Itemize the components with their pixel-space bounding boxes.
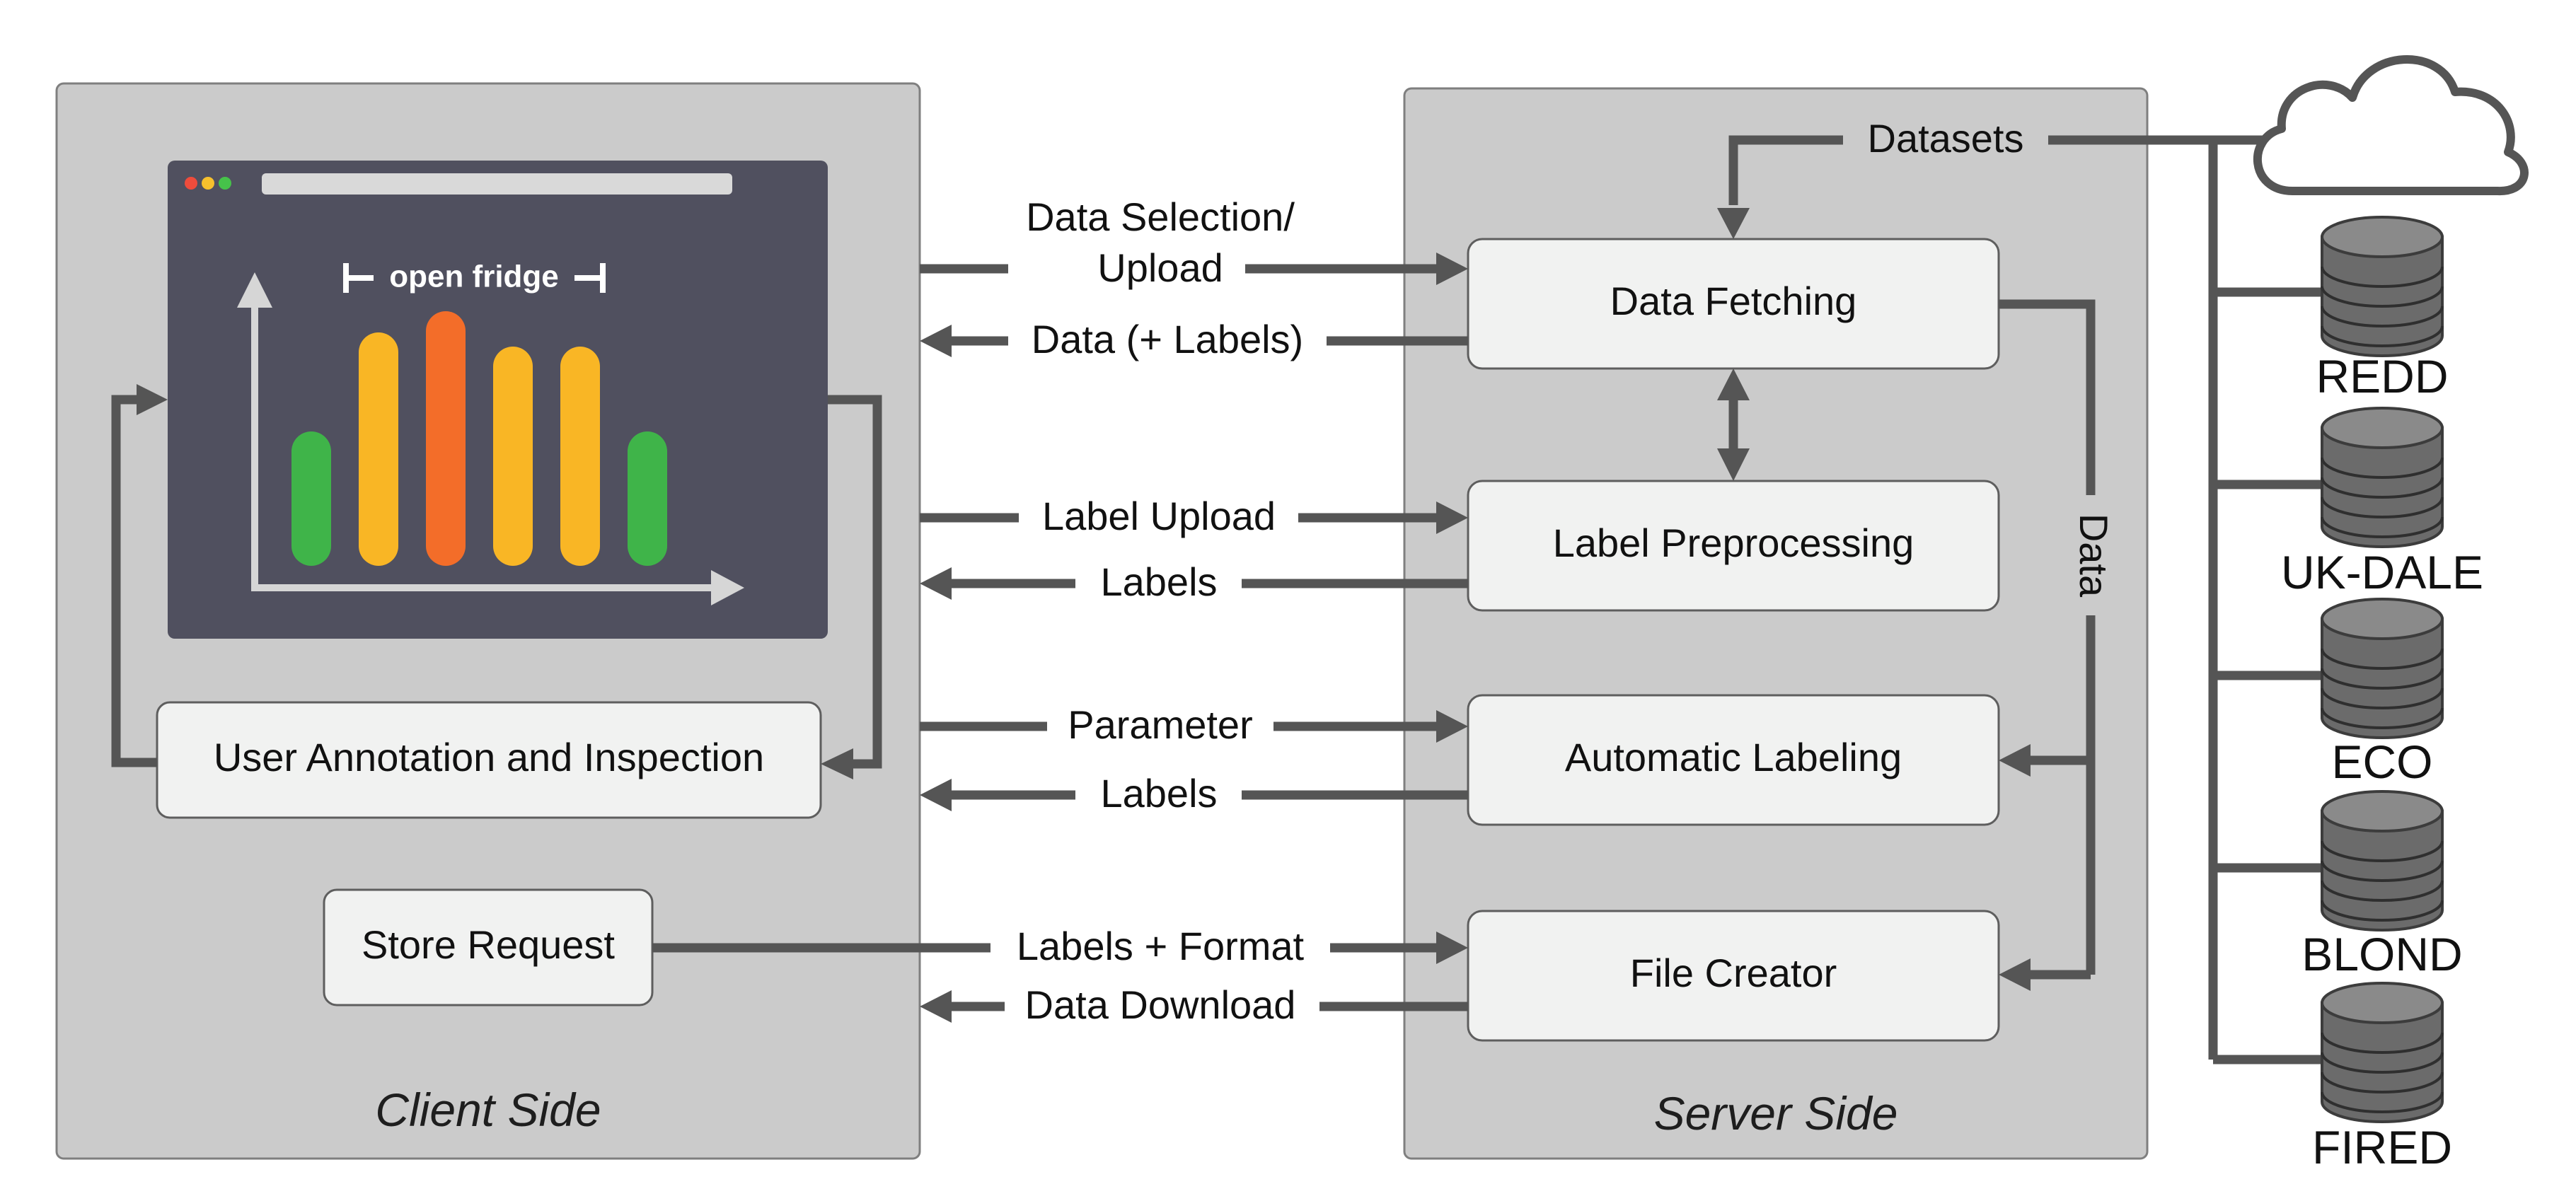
automatic-labeling-label: Automatic Labeling: [1565, 735, 1902, 779]
dataset-label-ukdale: UK-DALE: [2281, 546, 2483, 598]
loop-arrow-into-browser-icon: [137, 384, 168, 415]
labels-2-label: Labels: [1100, 771, 1217, 816]
automatic-labeling-box: Automatic Labeling: [1467, 694, 2000, 826]
chart-bar-5: [560, 347, 600, 566]
window-dot-red: [185, 177, 197, 190]
window-dot-green: [219, 177, 231, 190]
parameter-label: Parameter: [1068, 702, 1252, 747]
cloud-icon: [2253, 55, 2529, 196]
chart-x-axis-arrow-icon: [711, 570, 744, 605]
data-download-arrow-icon: [920, 990, 952, 1023]
chart-bar-4: [493, 347, 533, 566]
labels-2-arrow-icon: [920, 779, 952, 811]
data-label-gap: [2069, 495, 2112, 615]
dataset-label-eco: ECO: [2331, 736, 2432, 788]
client-loop-return-connector: [111, 395, 157, 767]
annotation-label: open fridge: [389, 260, 559, 294]
database-icon-blond: [2321, 790, 2444, 932]
loop-arrow-into-annotation-icon: [821, 748, 853, 779]
store-request-label: Store Request: [362, 922, 615, 967]
chart-y-axis-arrow-icon: [237, 272, 272, 308]
data-fetching-label: Data Fetching: [1610, 279, 1857, 323]
chart-bar-3: [426, 311, 466, 566]
data-labels-label: Data (+ Labels): [1032, 317, 1303, 361]
database-icon-ukdale: [2321, 407, 2444, 548]
arrow-into-automatic-icon: [1999, 744, 2031, 777]
client-side-title: Client Side: [375, 1084, 601, 1136]
client-loop-connector: [828, 395, 882, 769]
data-fetching-box: Data Fetching: [1467, 238, 2000, 370]
double-arrow-down-icon: [1717, 448, 1750, 481]
chart-bars: [291, 311, 667, 566]
data-distribution-line: [1999, 299, 2096, 975]
labels-1-label: Labels: [1100, 559, 1217, 604]
label-preprocessing-box: Label Preprocessing: [1467, 480, 2000, 612]
server-side-title: Server Side: [1654, 1087, 1898, 1139]
database-icon-eco: [2321, 598, 2444, 739]
browser-window: open fridge: [168, 161, 828, 639]
data-vertical-label: Data: [2072, 514, 2116, 598]
double-arrow-up-icon: [1717, 369, 1750, 400]
selection-label-line2: Upload: [1097, 245, 1223, 290]
datasets-connector: [1728, 135, 2264, 205]
parameter-arrow-icon: [1436, 710, 1468, 743]
labels-format-arrow-icon: [1436, 932, 1468, 964]
user-annotation-box: User Annotation and Inspection: [156, 701, 822, 819]
chart-bar-1: [291, 431, 331, 566]
data-labels-arrow-icon: [920, 325, 952, 357]
dataset-label-redd: REDD: [2316, 350, 2448, 402]
window-dot-yellow: [202, 177, 214, 190]
labels-format-label: Labels + Format: [1017, 924, 1305, 968]
arrow-into-file-creator-icon: [1999, 958, 2031, 991]
address-bar: [262, 173, 732, 195]
chart-bar-6: [628, 431, 667, 566]
label-upload-label: Label Upload: [1042, 494, 1276, 538]
file-creator-label: File Creator: [1630, 951, 1837, 995]
datasets-label-gap: [1843, 117, 2048, 163]
dataset-label-blond: BLOND: [2301, 928, 2462, 980]
label-upload-arrow-icon: [1436, 501, 1468, 534]
data-download-label: Data Download: [1025, 982, 1296, 1027]
user-annotation-label: User Annotation and Inspection: [214, 735, 764, 779]
file-creator-box: File Creator: [1467, 910, 2000, 1042]
label-preprocessing-label: Label Preprocessing: [1553, 521, 1914, 565]
selection-label-line1: Data Selection/: [1026, 195, 1295, 239]
datasets-label: Datasets: [1868, 116, 2024, 161]
selection-arrow-icon: [1436, 253, 1468, 285]
database-icon-fired: [2321, 982, 2444, 1123]
database-icon-redd: [2321, 216, 2444, 357]
dataset-label-fired: FIRED: [2312, 1121, 2452, 1173]
labels-1-arrow-icon: [920, 567, 952, 600]
datasets-arrow-icon: [1717, 208, 1750, 239]
chart-bar-2: [359, 332, 398, 566]
store-request-box: Store Request: [323, 888, 654, 1006]
